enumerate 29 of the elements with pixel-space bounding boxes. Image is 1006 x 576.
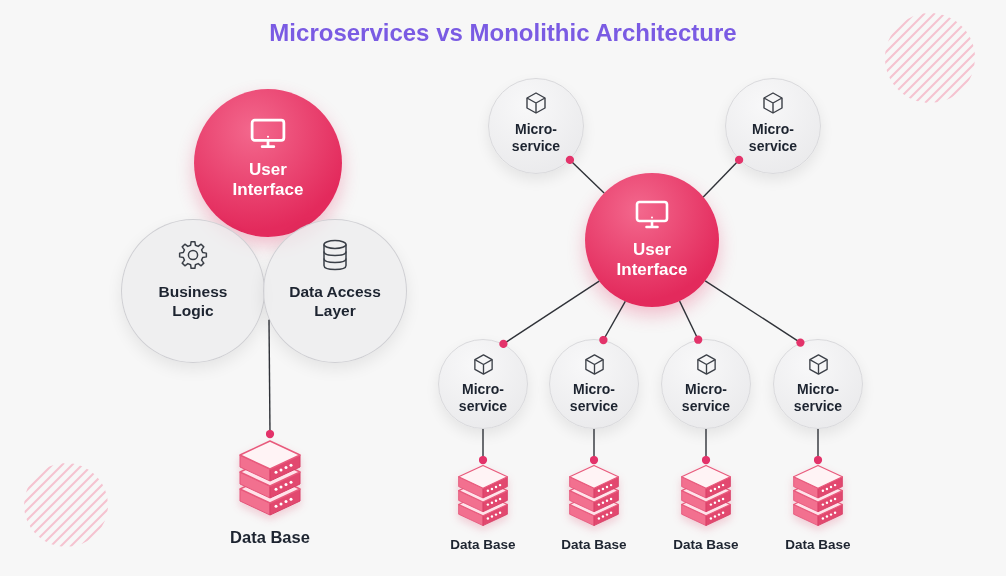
connector-line <box>265 319 275 439</box>
node-label: Business Logic <box>157 283 229 321</box>
node-label: User Interface <box>231 159 305 201</box>
node-label: Data Base <box>230 528 310 548</box>
node-label: Data Base <box>561 537 627 554</box>
connector-line <box>704 280 805 347</box>
node-label: Micro- service <box>792 381 844 415</box>
connector-line <box>678 300 703 344</box>
connector-line <box>565 155 605 194</box>
node-label: Micro- service <box>680 381 732 415</box>
connector-line <box>499 280 600 349</box>
connector-line <box>599 300 626 345</box>
title: Microservices vs Monolithic Architecture <box>269 19 737 48</box>
node-label: Data Access Layer <box>288 283 382 321</box>
node-label: Data Base <box>673 537 739 554</box>
highlighted-circle <box>585 173 719 307</box>
node-label: Data Base <box>785 537 851 554</box>
node-label: Micro- service <box>510 121 562 155</box>
node-label: Data Base <box>450 537 516 554</box>
node-label: Micro- service <box>457 381 509 415</box>
node-label: User Interface <box>615 239 689 281</box>
node-label: Micro- service <box>568 381 620 415</box>
connector-line <box>701 428 711 465</box>
connector-line <box>702 155 744 198</box>
node-label: Micro- service <box>747 121 799 155</box>
highlighted-circle <box>194 89 342 237</box>
connector-line <box>589 428 599 465</box>
connector-line <box>478 428 488 465</box>
connector-line <box>813 428 823 465</box>
